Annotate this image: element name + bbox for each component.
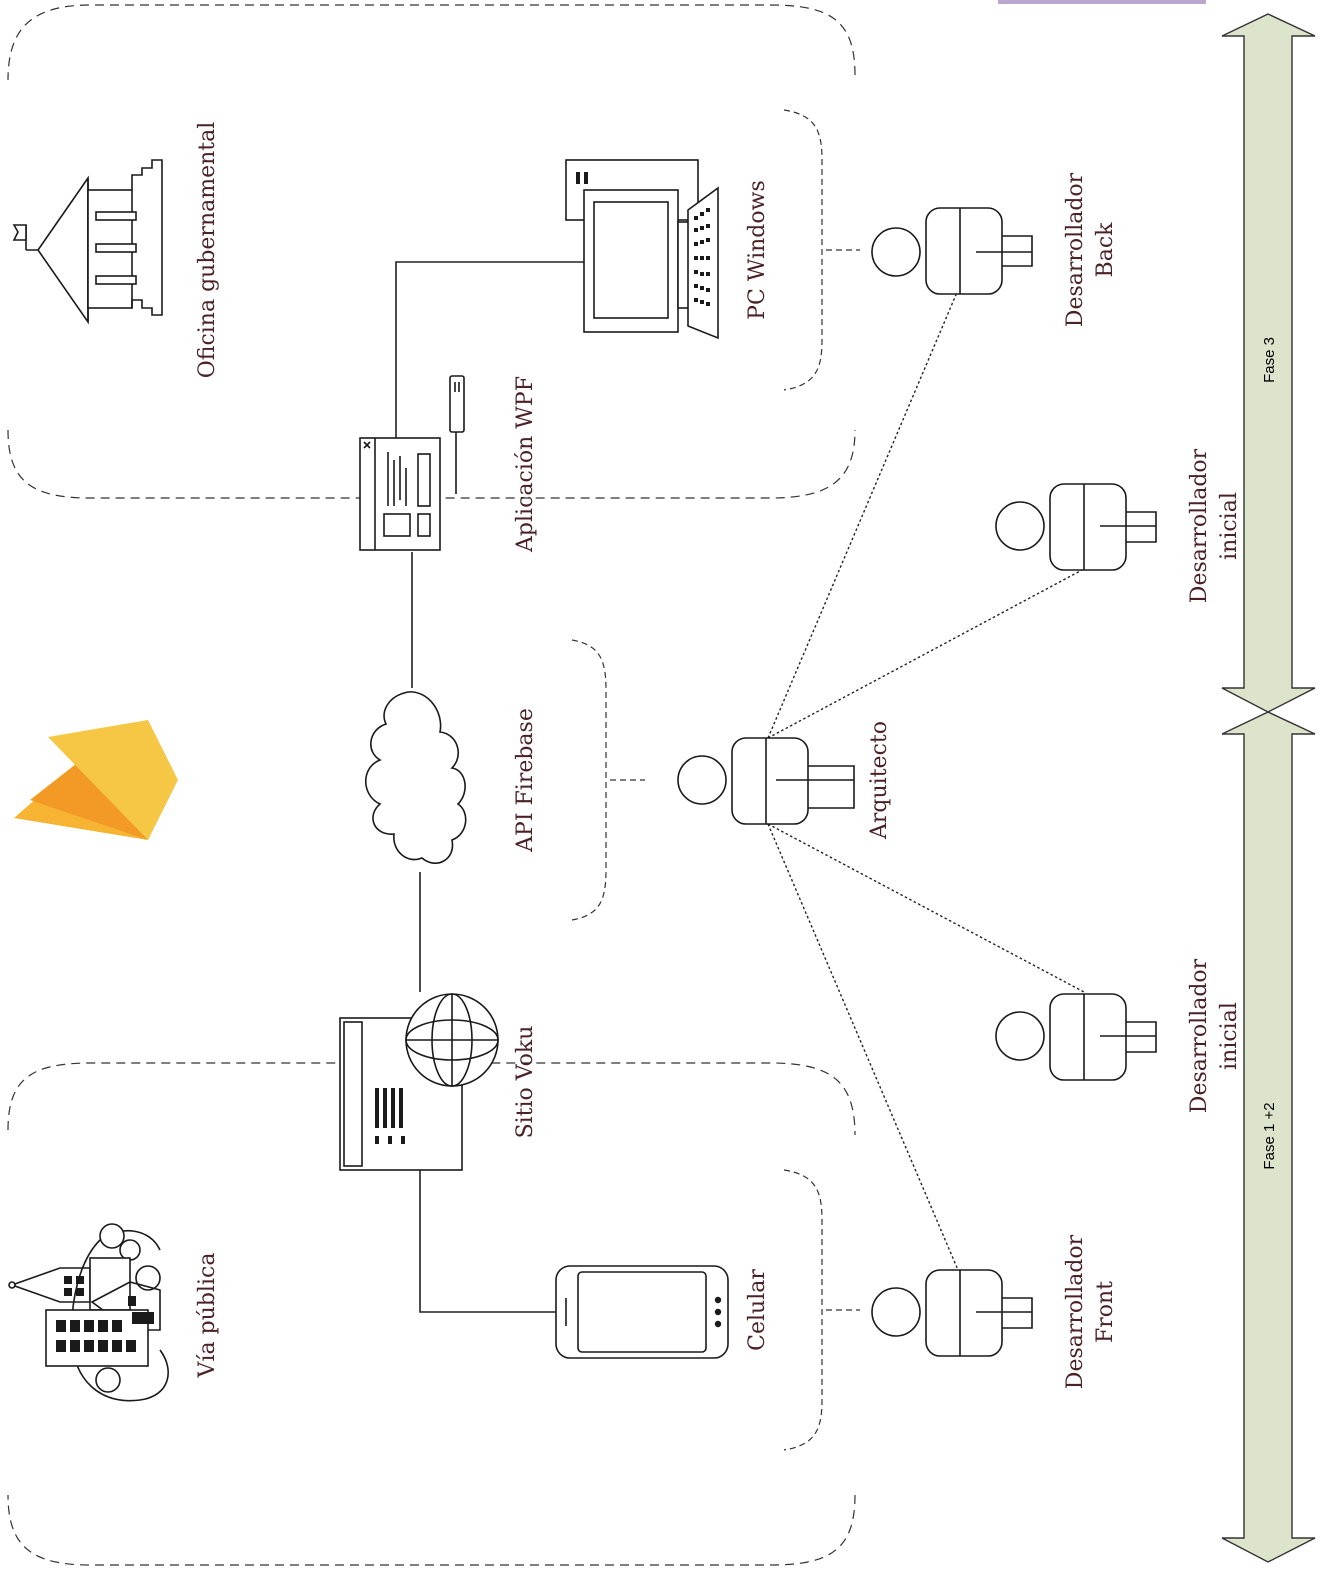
architect-to-initial-dev-top-link [768, 570, 1082, 738]
front-dev-label-line1: Desarrollador [1063, 1234, 1088, 1389]
top-accent-bar [998, 0, 1206, 4]
site-label: Sitio Voku [513, 1026, 538, 1139]
government-zone-label: Oficina gubernamental [195, 122, 220, 379]
wpf-label: Aplicación WPF [513, 376, 538, 553]
phone-bracket [784, 1170, 822, 1450]
government-building-icon [14, 160, 162, 322]
back-dev-label-line2: Back [1093, 222, 1118, 278]
initial-dev-top-label-line1: Desarrollador [1187, 448, 1212, 603]
front-dev-label-line2: Front [1093, 1281, 1118, 1343]
initial-dev-bottom-label-line2: inicial [1217, 1002, 1242, 1070]
person-icon [872, 208, 1032, 294]
initial-dev-bottom-label-line1: Desarrollador [1187, 958, 1212, 1113]
architect-label: Arquitecto [867, 721, 892, 840]
desktop-computer-icon [566, 160, 718, 338]
person-icon [996, 484, 1156, 570]
phone-label: Celular [745, 1269, 770, 1351]
cloud-icon [366, 692, 466, 863]
globe-icon [406, 994, 498, 1086]
back-dev-label-line1: Desarrollador [1063, 172, 1088, 327]
firebase-bracket [572, 640, 606, 920]
pc-label: PC Windows [745, 180, 770, 320]
person-icon [872, 1270, 1032, 1356]
pc-bracket [784, 110, 822, 390]
architect-to-initial-dev-bottom-link [768, 824, 1084, 992]
firebase-label: API Firebase [513, 708, 538, 853]
site-to-phone-link [420, 1170, 558, 1312]
city-buildings-icon [9, 1224, 168, 1401]
architect-to-back-dev-link [768, 290, 958, 738]
firebase-logo-icon [14, 720, 178, 840]
architect-to-front-dev-link [768, 824, 958, 1270]
phase-1-2-label: Fase 1 +2 [1261, 1102, 1278, 1169]
application-window-icon [360, 376, 464, 550]
wpf-to-pc-link [396, 262, 586, 438]
street-zone-label: Vía pública [195, 1253, 220, 1379]
initial-dev-top-label-line2: inicial [1217, 492, 1242, 560]
person-icon [678, 738, 854, 824]
mobile-phone-icon [556, 1266, 728, 1358]
person-icon [996, 994, 1156, 1080]
phase-3-label: Fase 3 [1261, 337, 1278, 383]
